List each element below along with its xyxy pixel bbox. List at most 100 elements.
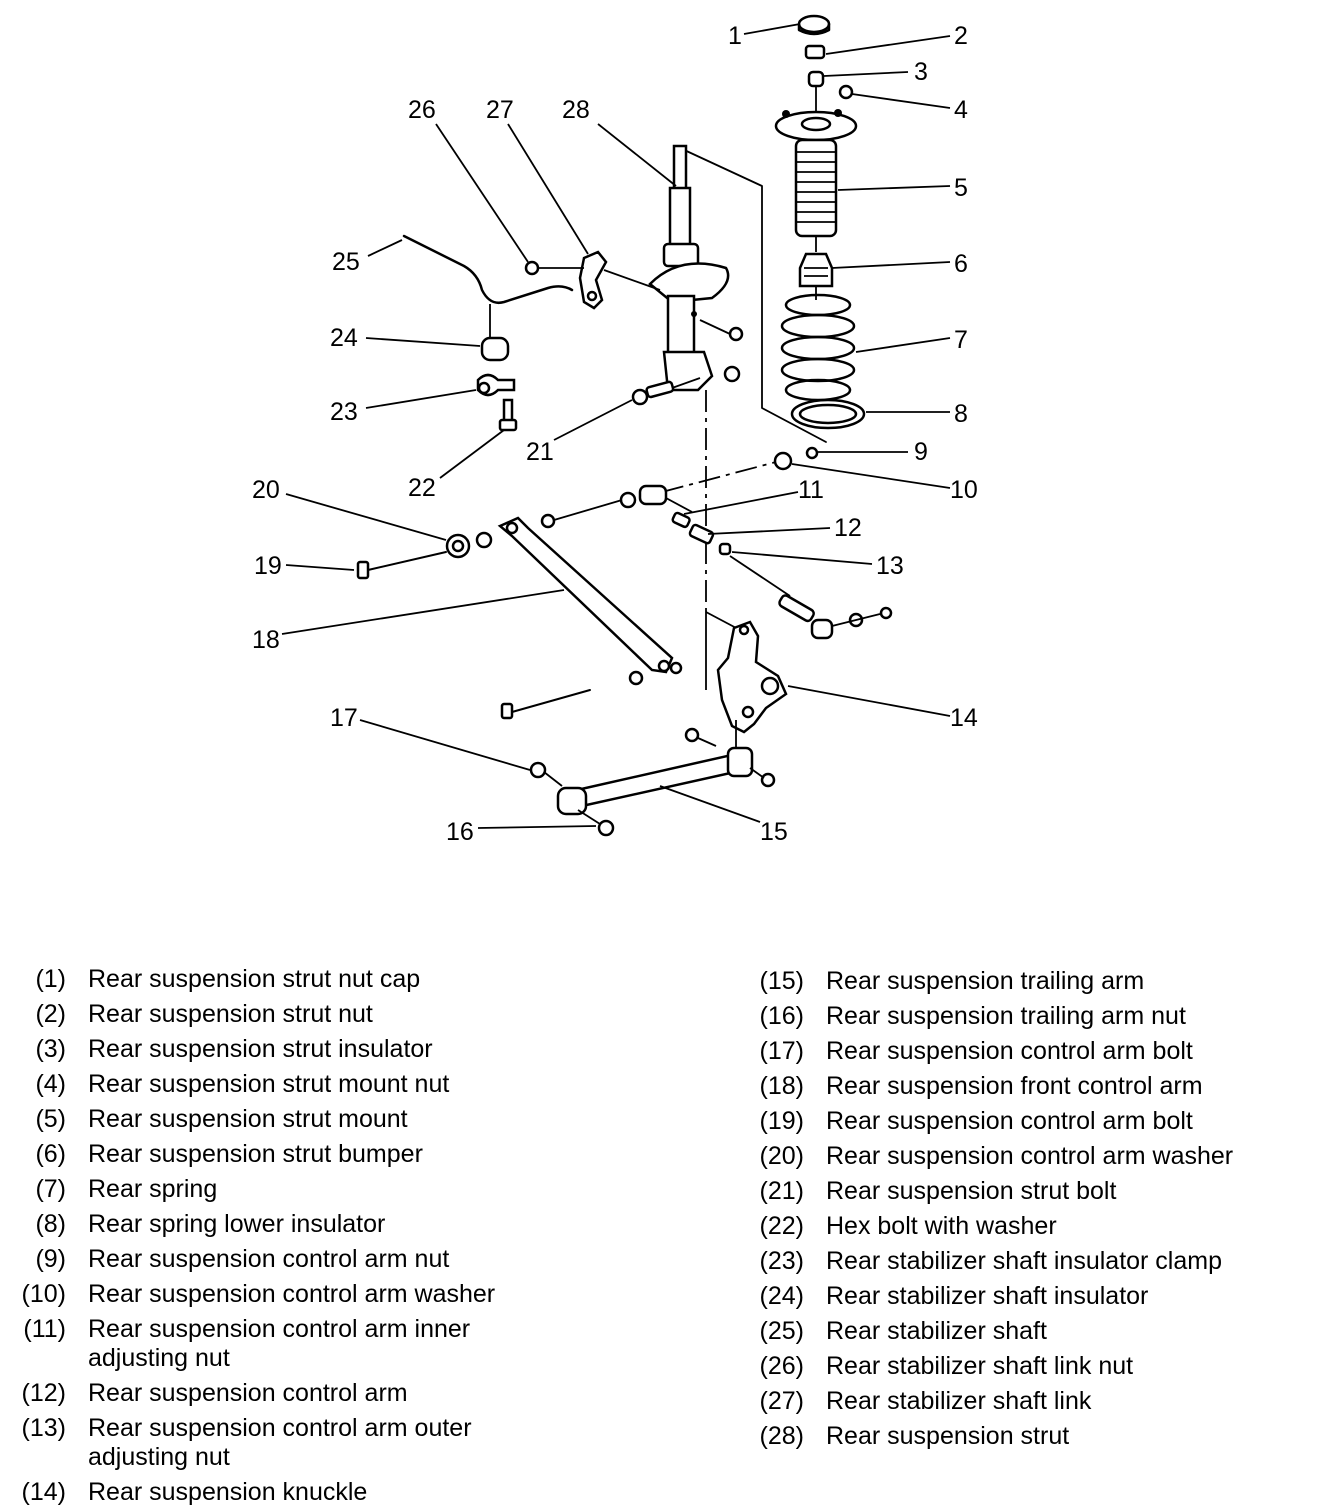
legend-number: (23) [759, 1247, 804, 1275]
legend-text: Rear suspension trailing arm nut [826, 1002, 1186, 1030]
callout-11: 11 [798, 476, 824, 504]
legend-text: Rear suspension control arm nut [88, 1245, 450, 1273]
legend-item: (7)Rear spring [14, 1172, 548, 1207]
legend-text: Hex bolt with washer [826, 1212, 1057, 1240]
legend-text: Rear suspension strut [826, 1422, 1070, 1450]
legend-item: (22) Hex bolt with washer [752, 1209, 1328, 1244]
legend-item: (25) Rear stabilizer shaft [752, 1314, 1328, 1349]
callout-3: 3 [914, 58, 928, 86]
legend-item: (4) Rear suspension strut mount nut [14, 1067, 548, 1102]
control-arm-part [619, 484, 893, 640]
callout-1: 1 [728, 22, 742, 50]
legend-item: (24)Rear stabilizer shaft insulator [752, 1279, 1328, 1314]
legend-number: (26) [759, 1352, 804, 1380]
stabilizer-link-nut-part [524, 260, 540, 276]
legend-number: (28) [759, 1422, 804, 1450]
callout-5: 5 [954, 174, 968, 202]
legend-number: (16) [759, 1002, 804, 1030]
strut-nut-cap-part [797, 14, 831, 36]
legend-item: (16) Rear suspension trailing arm nut [752, 999, 1328, 1034]
legend-text: Rear suspension control arm outer adjust… [88, 1414, 472, 1471]
legend-text: Rear suspension control arm inner adjust… [88, 1315, 471, 1372]
legend-item: (10) Rear suspension control arm washer [14, 1277, 548, 1312]
callout-12: 12 [834, 514, 862, 542]
legend-number: (3) [35, 1035, 66, 1063]
legend-text: Rear stabilizer shaft link nut [826, 1352, 1134, 1380]
legend-number: (21) [759, 1177, 804, 1205]
legend-text: Rear stabilizer shaft link [826, 1387, 1092, 1415]
legend-text: Rear suspension control arm [88, 1379, 408, 1407]
control-arm-nut-washer-part [773, 446, 819, 471]
legend-item: (3) Rear suspension strut insulator [14, 1032, 548, 1067]
legend-item: (1) Rear suspension strut nut cap [14, 962, 548, 997]
legend-right-column: (15) Rear suspension trailing arm (16) Rea… [752, 964, 1328, 1454]
legend-text: Rear suspension control arm washer [88, 1280, 496, 1308]
legend-item: (2)Rear suspension strut nut [14, 997, 548, 1032]
legend-item: (17)Rear suspension control arm bolt [752, 1034, 1328, 1069]
legend-text: Rear suspension control arm washer [826, 1142, 1234, 1170]
spring-lower-insulator-part [790, 398, 866, 430]
callout-2: 2 [954, 22, 968, 50]
legend-text: Rear suspension strut insulator [88, 1035, 433, 1063]
legend-item: (13)Rear suspension control arm outer ad… [14, 1411, 548, 1475]
callout-8: 8 [954, 400, 968, 428]
strut-mount-nut-part [838, 84, 854, 100]
callout-7: 7 [954, 326, 968, 354]
legend-text: Rear stabilizer shaft [826, 1317, 1047, 1345]
legend-text: Rear suspension trailing arm [826, 967, 1145, 995]
legend-number: (15) [759, 967, 804, 995]
legend-number: (25) [759, 1317, 804, 1345]
legend-number: (7) [35, 1175, 66, 1203]
legend-text: Rear suspension front control arm [826, 1072, 1203, 1100]
strut-insulator-part [807, 70, 825, 88]
legend-number: (11) [23, 1315, 66, 1343]
legend-number: (22) [759, 1212, 804, 1240]
legend-number: (19) [759, 1107, 804, 1135]
legend-left-column: (1)Rear suspension strut nut cap (2)Rear… [14, 962, 548, 1510]
knuckle-part [716, 620, 788, 734]
strut-part [648, 144, 730, 392]
legend-item: (26) Rear stabilizer shaft link nut [752, 1349, 1328, 1384]
legend-number: (2) [35, 1000, 66, 1028]
legend-number: (4) [35, 1070, 66, 1098]
legend-text: Rear suspension knuckle [88, 1478, 368, 1506]
callout-19: 19 [254, 552, 282, 580]
legend-text: Rear suspension strut nut cap [88, 965, 421, 993]
legend-number: (10) [21, 1280, 66, 1308]
legend-text: Rear stabilizer shaft insulator clamp [826, 1247, 1222, 1275]
legend-text: Rear suspension strut mount nut [88, 1070, 450, 1098]
callout-14: 14 [950, 704, 978, 732]
legend-item: (20) Rear suspension control arm washer [752, 1139, 1328, 1174]
hex-bolt-part [498, 398, 518, 432]
legend-item: (27)Rear stabilizer shaft link [752, 1384, 1328, 1419]
legend-item: (9) Rear suspension control arm nut [14, 1242, 548, 1277]
leader-lines [281, 23, 951, 829]
callout-23: 23 [330, 398, 358, 426]
strut-nuts-part [699, 319, 744, 383]
legend-item: (14)Rear suspension knuckle [14, 1475, 548, 1510]
callout-21: 21 [526, 438, 554, 466]
legend-text: Rear suspension strut bolt [826, 1177, 1117, 1205]
legend-number: (1) [35, 965, 66, 993]
callout-17: 17 [330, 704, 358, 732]
callout-4: 4 [954, 96, 968, 124]
legend-item: (8)Rear spring lower insulator [14, 1207, 548, 1242]
legend-text: Rear suspension control arm bolt [826, 1107, 1193, 1135]
legend-number: (9) [35, 1245, 66, 1273]
callout-25: 25 [332, 248, 360, 276]
trailing-arm-part [556, 720, 776, 816]
callout-18: 18 [252, 626, 280, 654]
legend-item: (6)Rear suspension strut bumper [14, 1137, 548, 1172]
legend-item: (23) Rear stabilizer shaft insulator clam… [752, 1244, 1328, 1279]
strut-nut-part [804, 44, 826, 60]
callout-27: 27 [486, 96, 514, 124]
callout-20: 20 [252, 476, 280, 504]
callout-24: 24 [330, 324, 358, 352]
callout-22: 22 [408, 474, 436, 502]
legend-text: Rear stabilizer shaft insulator [826, 1282, 1149, 1310]
legend-item: (11) Rear suspension control arm inner ad… [14, 1312, 548, 1376]
legend-text: Rear spring lower insulator [88, 1210, 386, 1238]
legend-number: (20) [759, 1142, 804, 1170]
callout-6: 6 [954, 250, 968, 278]
legend-item: (15) Rear suspension trailing arm [752, 964, 1328, 999]
